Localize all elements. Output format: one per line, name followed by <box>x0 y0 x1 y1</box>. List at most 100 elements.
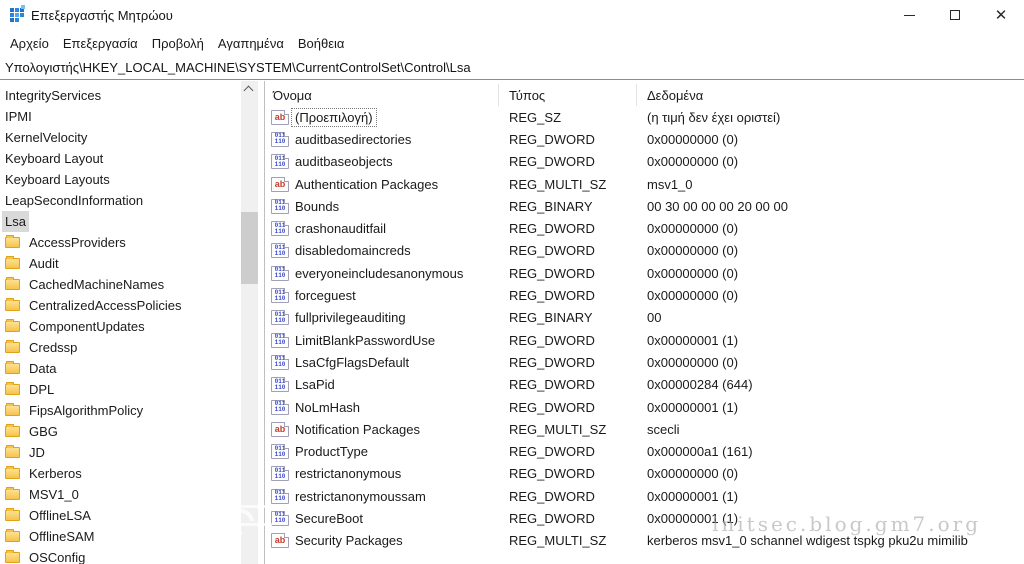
value-data: (η τιμή δεν έχει οριστεί) <box>647 109 781 125</box>
folder-icon <box>5 529 20 542</box>
tree-item-label: Kerberos <box>29 466 82 481</box>
tree-item-offlinelsa[interactable]: OfflineLSA <box>0 505 264 526</box>
folder-icon <box>5 466 20 479</box>
tree-item-keyboard-layout[interactable]: Keyboard Layout <box>0 148 264 169</box>
tree-scrollbar[interactable] <box>241 81 258 564</box>
tree-item-lsa[interactable]: Lsa <box>0 211 264 232</box>
tree-item-offlinesam[interactable]: OfflineSAM <box>0 526 264 547</box>
value-name: Security Packages <box>295 533 403 549</box>
value-data: 0x000000a1 (161) <box>647 444 753 460</box>
tree-item-accessproviders[interactable]: AccessProviders <box>0 232 264 253</box>
menu-favorites[interactable]: Αγαπημένα <box>217 35 284 51</box>
tree-item-msv1-0[interactable]: MSV1_0 <box>0 484 264 505</box>
scrollbar-thumb[interactable] <box>241 212 258 284</box>
tree-item-osconfig[interactable]: OSConfig <box>0 547 264 564</box>
menu-edit[interactable]: Επεξεργασία <box>62 35 138 51</box>
tree-item-componentupdates[interactable]: ComponentUpdates <box>0 316 264 337</box>
column-header-type[interactable]: Τύπος <box>499 84 637 106</box>
value-name: everyoneincludesanonymous <box>295 265 464 281</box>
menu-view[interactable]: Προβολή <box>151 35 204 51</box>
folder-icon <box>5 256 20 269</box>
tree-item-ipmi[interactable]: IPMI <box>0 106 264 127</box>
close-button[interactable]: ✕ <box>978 0 1024 30</box>
regedit-app-icon <box>9 5 25 23</box>
tree-item-centralizedaccesspolicies[interactable]: CentralizedAccessPolicies <box>0 295 264 316</box>
value-name: (Προεπιλογή) <box>291 107 377 127</box>
folder-icon <box>5 424 20 437</box>
tree-item-gbg[interactable]: GBG <box>0 421 264 442</box>
value-name: fullprivilegeauditing <box>295 310 406 326</box>
minimize-button[interactable] <box>886 0 932 30</box>
tree-item-kernelvelocity[interactable]: KernelVelocity <box>0 127 264 148</box>
folder-icon <box>5 382 20 395</box>
value-type: REG_MULTI_SZ <box>509 176 607 192</box>
value-name: restrictanonymous <box>295 466 402 482</box>
tree-item-jd[interactable]: JD <box>0 442 264 463</box>
folder-icon <box>5 508 20 521</box>
maximize-button[interactable] <box>932 0 978 30</box>
tree-item-credssp[interactable]: Credssp <box>0 337 264 358</box>
tree-item-label: IPMI <box>5 109 32 124</box>
tree-item-label: ComponentUpdates <box>29 319 145 334</box>
tree-item-fipsalgorithmpolicy[interactable]: FipsAlgorithmPolicy <box>0 400 264 421</box>
tree-item-audit[interactable]: Audit <box>0 253 264 274</box>
menu-help[interactable]: Βοήθεια <box>297 35 345 51</box>
value-name-cell: ab(Προεπιλογή) <box>265 107 499 127</box>
scroll-up-arrow-icon[interactable] <box>243 85 254 96</box>
tree-item-leapsecondinformation[interactable]: LeapSecondInformation <box>0 190 264 211</box>
value-type: REG_DWORD <box>509 221 595 237</box>
tree-item-cachedmachinenames[interactable]: CachedMachineNames <box>0 274 264 295</box>
value-row[interactable]: ab(Προεπιλογή) REG_SZ (η τιμή δεν έχει ορι… <box>265 106 1024 128</box>
tree-item-kerberos[interactable]: Kerberos <box>0 463 264 484</box>
values-list-pane: Όνομα Τύπος Δεδομένα ab(Προεπιλογή) REG_S… <box>265 81 1024 564</box>
value-name: disabledomaincreds <box>295 243 411 259</box>
tree-item-label: Lsa <box>2 211 29 232</box>
address-bar[interactable]: Υπολογιστής\HKEY_LOCAL_MACHINE\SYSTEM\Cu… <box>0 56 1024 80</box>
title-bar: Επεξεργαστής Μητρώου ✕ <box>0 0 1024 30</box>
window-controls: ✕ <box>886 0 1024 30</box>
column-header-data[interactable]: Δεδομένα <box>647 87 704 103</box>
tree-item-data[interactable]: Data <box>0 358 264 379</box>
value-type: REG_SZ <box>509 109 562 125</box>
column-header-name[interactable]: Όνομα <box>265 84 499 106</box>
folder-icon <box>5 298 20 311</box>
value-name: Notification Packages <box>295 421 421 437</box>
tree-item-keyboard-layouts[interactable]: Keyboard Layouts <box>0 169 264 190</box>
tree-item-dpl[interactable]: DPL <box>0 379 264 400</box>
menu-file[interactable]: Αρχείο <box>10 35 49 51</box>
tree-item-integrityservices[interactable]: IntegrityServices <box>0 85 264 106</box>
tree-item-label: Data <box>29 361 57 376</box>
